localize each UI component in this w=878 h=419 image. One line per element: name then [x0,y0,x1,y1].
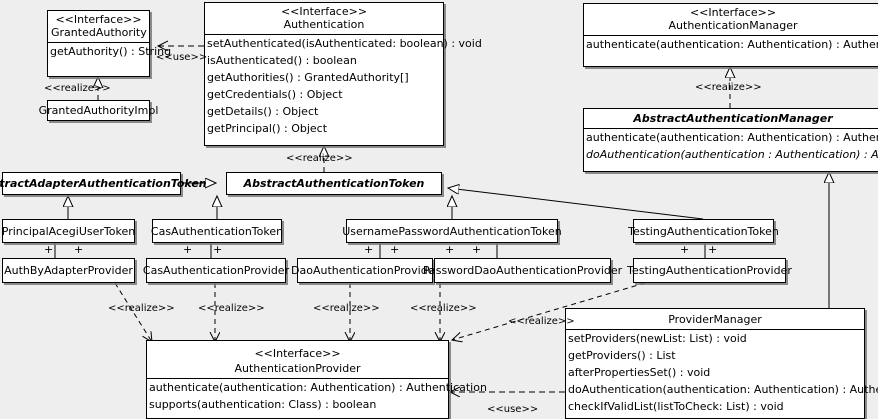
class-auth-by-adapter-provider[interactable]: AuthByAdapterProvider [2,258,135,283]
label-realize-password-dao-authentication-provider: <<realize>> [410,303,477,314]
class-provider-manager[interactable]: ProviderManager setProviders(newList: Li… [565,308,878,419]
operations-compartment: getAuthority() : String [48,42,172,60]
class-name-label: AbstractAdapterAuthenticationToken [0,177,207,190]
operation-row: isAuthenticated() : boolean [207,54,357,67]
label-realize-authentication-manager: <<realize>> [695,82,762,93]
operation-row: authenticate(authentication: Authenticat… [586,38,878,51]
label-use-authentication-granted-authority: <<use>> [156,52,208,63]
class-name-label: GrantedAuthority [51,26,147,39]
class-name-label: TestingAuthenticationToken [628,224,779,238]
association-multiplicity: + [213,243,223,256]
label-realize-granted-authority-impl: <<realize>> [44,83,111,94]
class-header: <<Interface>> GrantedAuthority [48,11,149,42]
association-multiplicity: + [74,243,84,256]
class-cas-authentication-provider[interactable]: CasAuthenticationProvider [142,258,290,283]
association-multiplicity: + [680,243,690,256]
operations-compartment: authenticate(authentication: Authenticat… [584,128,878,163]
class-testing-authentication-provider[interactable]: TestingAuthenticationProvider [627,258,792,283]
operations-compartment: authenticate(authentication: Authenticat… [147,378,487,413]
class-dao-authentication-provider[interactable]: DaoAuthenticationProvider [291,258,439,283]
operation-row: setAuthenticated(isAuthenticated: boolea… [207,37,482,50]
operation-row: getDetails() : Object [207,105,319,118]
class-header: <<Interface>> AuthenticationManager [584,4,878,35]
class-header: AbstractAuthenticationManager [584,109,878,128]
operations-compartment: authenticate(authentication: Authenticat… [584,35,878,53]
class-name-label: AuthenticationProvider [234,362,361,375]
stereotype-label: <<Interface>> [689,6,777,19]
class-authentication[interactable]: <<Interface>> Authentication setAuthenti… [204,2,482,146]
class-authentication-provider[interactable]: <<Interface>> AuthenticationProvider aut… [146,340,487,419]
operation-row: checkIfValidList(listToCheck: List) : vo… [568,400,784,413]
class-abstract-adapter-authentication-token[interactable]: AbstractAdapterAuthenticationToken [0,172,207,195]
association-multiplicity: + [445,243,455,256]
class-header: <<Interface>> Authentication [205,3,443,34]
operation-row: supports(authentication: Class) : boolea… [149,398,377,411]
operations-compartment: setAuthenticated(isAuthenticated: boolea… [205,34,482,137]
operation-row: authenticate(authentication: Authenticat… [149,381,487,394]
class-testing-authentication-token[interactable]: TestingAuthenticationToken [628,219,779,243]
class-name-label: Authentication [283,18,365,31]
class-password-dao-authentication-provider[interactable]: PasswordDaoAuthenticationProvider [423,258,622,283]
class-name-label: PasswordDaoAuthenticationProvider [422,264,623,277]
class-granted-authority-impl[interactable]: GrantedAuthorityImpl [39,100,158,121]
operation-row: doAuthentication(authentication: Authent… [568,383,878,396]
class-name-label: TestingAuthenticationProvider [627,264,792,277]
class-name-label: CasAuthenticationToken [150,224,284,238]
operation-row: afterPropertiesSet() : void [568,366,711,379]
class-granted-authority[interactable]: <<Interface>> GrantedAuthority getAuthor… [47,10,172,77]
operation-row: getAuthorities() : GrantedAuthority[] [207,71,409,84]
label-use-provider-manager-authentication-provider: <<use>> [487,404,539,415]
stereotype-label: <<Interface>> [254,347,341,360]
label-realize-dao-authentication-provider: <<realize>> [313,303,380,314]
association-multiplicity: + [44,243,54,256]
association-multiplicity: + [708,243,718,256]
operation-row: authenticate(authentication: Authenticat… [586,131,878,144]
class-principal-acegi-user-token[interactable]: PrincipalAcegiUserToken [2,219,135,243]
class-name-label: AbstractAuthenticationToken [243,177,425,190]
operation-row: getProviders() : List [568,349,676,362]
class-abstract-authentication-token[interactable]: AbstractAuthenticationToken [226,172,442,195]
class-name-label: GrantedAuthorityImpl [38,104,159,117]
class-authentication-manager[interactable]: <<Interface>> AuthenticationManager auth… [583,3,878,67]
operation-row: getCredentials() : Object [207,88,343,101]
class-name-label: AuthByAdapterProvider [4,264,133,277]
association-multiplicity: + [183,243,193,256]
label-realize-auth-by-adapter-provider: <<realize>> [108,303,175,314]
label-realize-cas-authentication-provider: <<realize>> [198,303,265,314]
class-name-label: ProviderManager [668,313,762,326]
class-name-label: AbstractAuthenticationManager [633,112,833,125]
operation-row: getPrincipal() : Object [207,122,328,135]
label-realize-testing-authentication-provider: <<realize>> [508,316,575,327]
class-header: <<Interface>> AuthenticationProvider [147,341,448,378]
class-header: ProviderManager [566,309,864,329]
stereotype-label: <<Interface>> [55,13,142,26]
operations-compartment: setProviders(newList: List) : void getPr… [566,329,878,415]
association-multiplicity: + [364,243,374,256]
class-name-label: UsernamePasswordAuthenticationToken [342,224,562,238]
stereotype-label: <<Interface>> [280,5,368,18]
label-realize-abstract-authentication-token: <<realize>> [286,153,353,164]
class-abstract-authentication-manager[interactable]: AbstractAuthenticationManager authentica… [583,108,878,172]
class-cas-authentication-token[interactable]: CasAuthenticationToken [150,219,284,243]
association-multiplicity: + [390,243,400,256]
operation-row: getAuthority() : String [50,45,172,58]
operation-row: doAuthentication(authentication : Authen… [586,148,878,161]
class-name-label: DaoAuthenticationProvider [291,264,439,277]
class-username-password-authentication-token[interactable]: UsernamePasswordAuthenticationToken [342,219,562,243]
class-name-label: CasAuthenticationProvider [142,264,290,277]
operation-row: setProviders(newList: List) : void [568,332,747,345]
class-name-label: AuthenticationManager [668,19,798,32]
class-name-label: PrincipalAcegiUserToken [1,224,136,238]
association-multiplicity: + [472,243,482,256]
